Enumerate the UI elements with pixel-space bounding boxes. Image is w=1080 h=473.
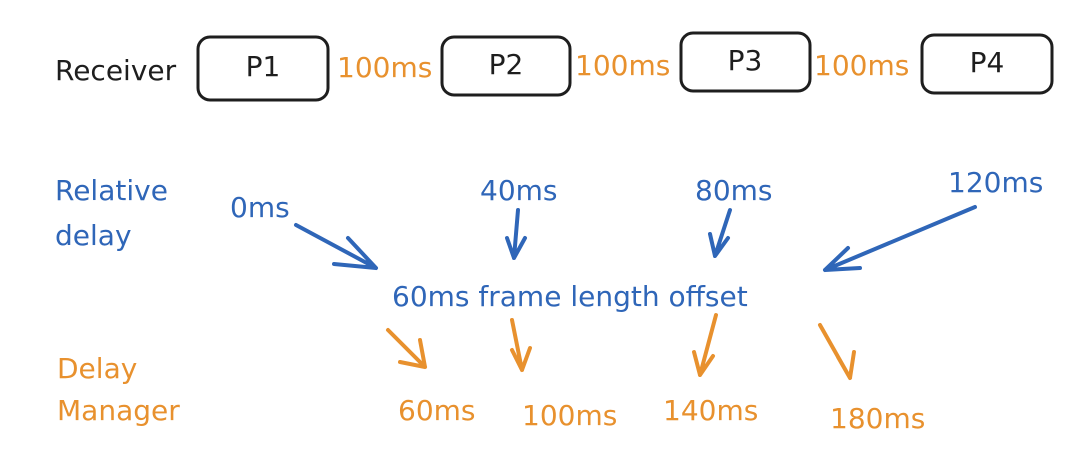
relative-delay-label-line2: delay bbox=[55, 219, 132, 252]
relative-delay-label-line1: Relative bbox=[55, 174, 168, 207]
orange-arrow bbox=[386, 328, 427, 369]
relative-delay-value: 40ms bbox=[480, 174, 558, 207]
delay-manager-label-line2: Manager bbox=[57, 394, 180, 427]
delay-manager-value: 180ms bbox=[830, 402, 925, 435]
receiver-label: Receiver bbox=[55, 54, 177, 87]
packet-box-p4 bbox=[920, 33, 1054, 95]
packet-box-p2 bbox=[440, 35, 572, 97]
blue-arrow bbox=[823, 205, 977, 272]
delay-manager-label-line1: Delay bbox=[57, 352, 137, 385]
orange-arrow bbox=[818, 323, 856, 380]
packet-label-p3: P3 bbox=[728, 44, 763, 77]
relative-delay-value: 120ms bbox=[948, 166, 1043, 199]
packet-label-p1: P1 bbox=[246, 50, 281, 83]
packet-box-p1 bbox=[196, 35, 330, 102]
interval-label: 100ms bbox=[575, 49, 670, 82]
blue-arrow bbox=[294, 223, 378, 270]
offset-label: 60ms frame length offset bbox=[392, 280, 748, 313]
delay-manager-value: 60ms bbox=[398, 394, 476, 427]
interval-label: 100ms bbox=[337, 51, 432, 84]
delay-manager-value: 100ms bbox=[522, 399, 617, 432]
orange-arrow bbox=[692, 313, 718, 377]
interval-label: 100ms bbox=[814, 49, 909, 82]
relative-delay-value: 0ms bbox=[230, 191, 290, 224]
packet-label-p2: P2 bbox=[489, 48, 524, 81]
packet-label-p4: P4 bbox=[970, 46, 1005, 79]
relative-delay-value: 80ms bbox=[695, 174, 773, 207]
delay-manager-value: 140ms bbox=[663, 394, 758, 427]
blue-arrow bbox=[505, 208, 527, 260]
packet-box-p3 bbox=[679, 31, 812, 93]
blue-arrow bbox=[708, 208, 732, 258]
orange-arrow bbox=[510, 318, 532, 372]
